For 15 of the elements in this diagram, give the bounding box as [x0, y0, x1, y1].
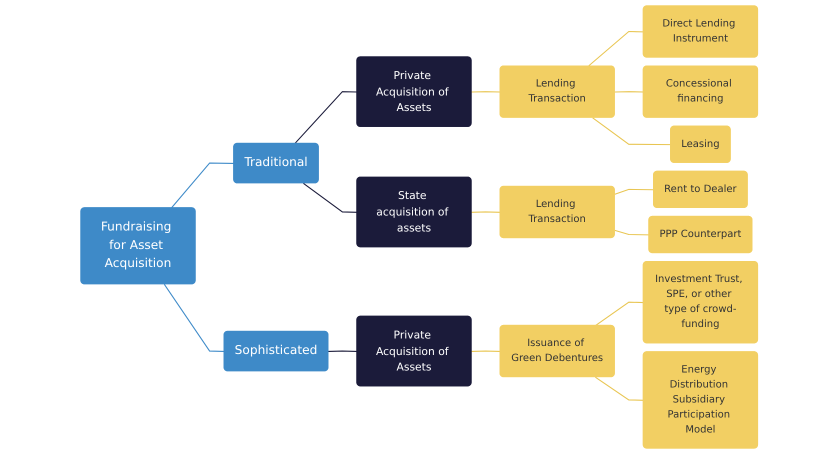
connector: [592, 117, 672, 146]
connector: [595, 302, 644, 326]
connector: [171, 162, 234, 208]
connector: [294, 91, 358, 144]
connector: [303, 182, 358, 213]
connector: [615, 91, 644, 93]
connector: [164, 284, 225, 352]
connector: [472, 211, 501, 213]
connector: [614, 188, 654, 195]
connector: [614, 230, 650, 236]
connector: [328, 350, 358, 352]
connector: [472, 91, 501, 93]
connector: [595, 376, 644, 401]
connector: [472, 350, 501, 352]
connector: [588, 30, 644, 67]
